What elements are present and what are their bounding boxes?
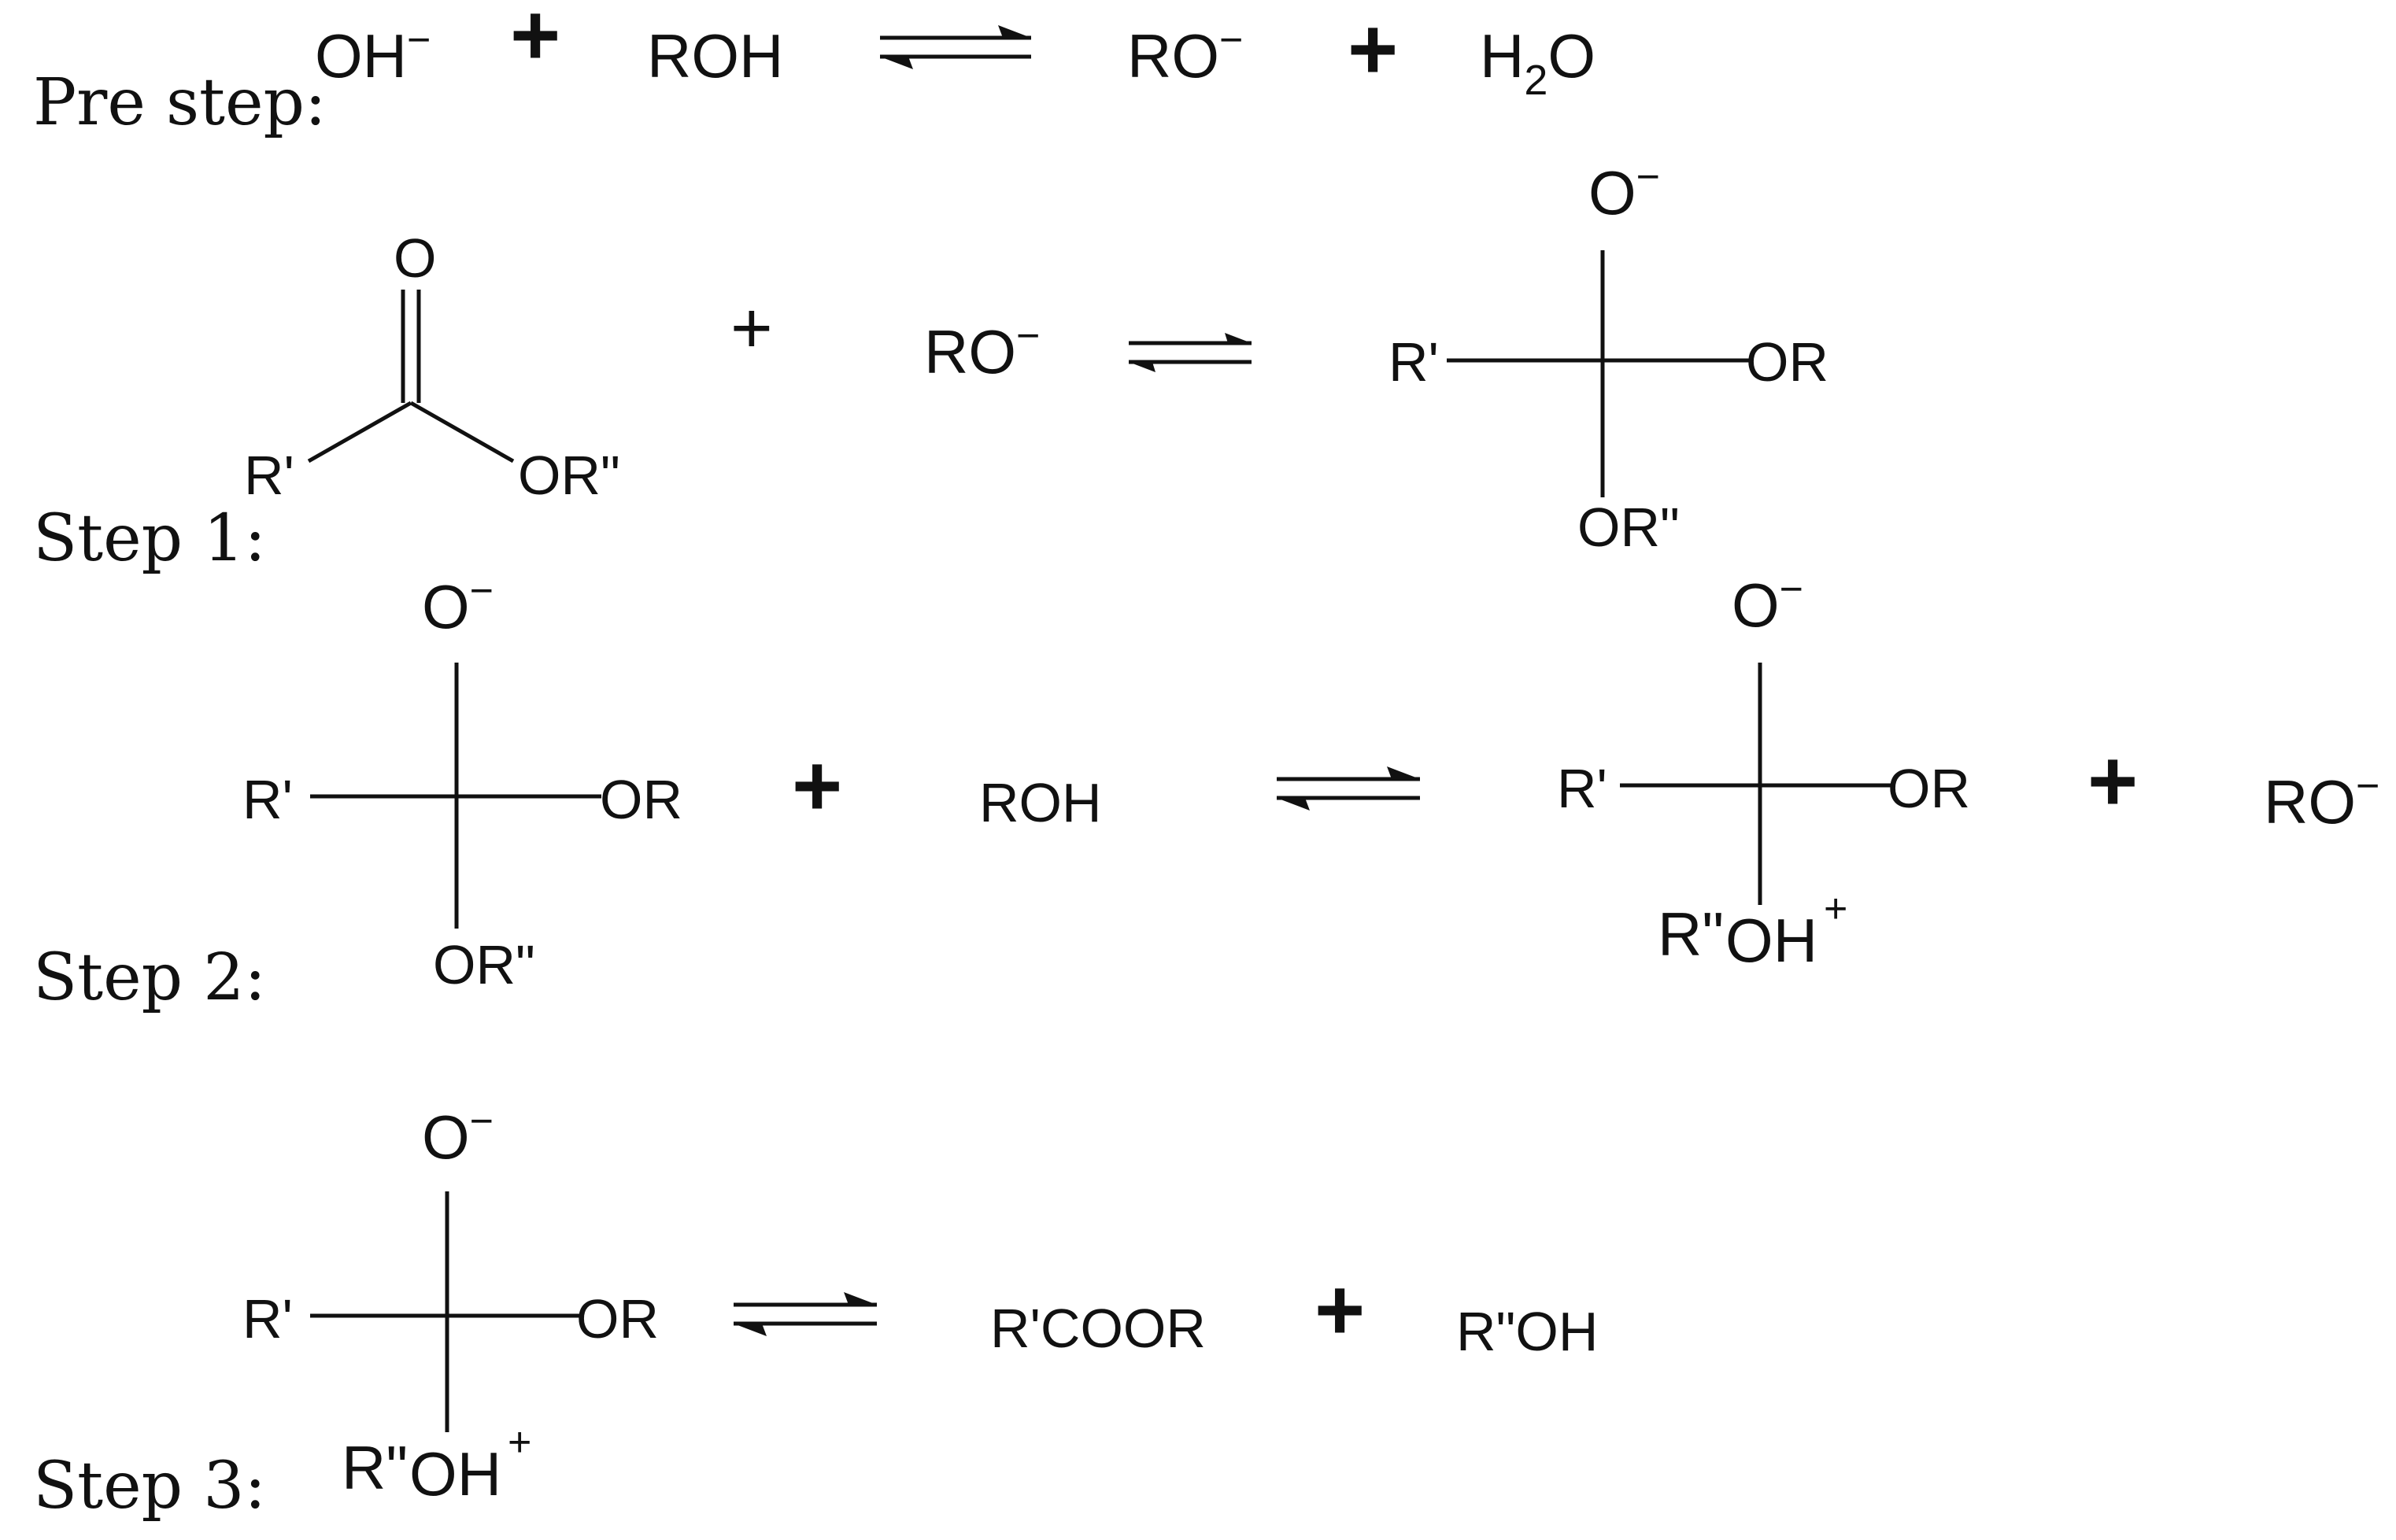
protonated-oxygen: R"OH+: [342, 1420, 531, 1509]
alkoxide: RO−: [924, 313, 1040, 386]
ester-structure: O R' OR": [244, 227, 620, 506]
tetrahedral-intermediate: O− R' OR OR": [1388, 154, 1828, 558]
alkoxy-group-bottom: OR": [1577, 497, 1680, 558]
oxide-oxygen: O−: [1588, 154, 1660, 227]
oxide-oxygen: O−: [1732, 567, 1803, 640]
alkoxy-group: OR: [1746, 331, 1828, 393]
carbonyl-oxygen: O: [394, 227, 436, 289]
step-3-label: Step 3:: [33, 1449, 266, 1523]
alkoxide: RO−: [1127, 17, 1243, 90]
equilibrium-arrow-step-2: [1277, 766, 1420, 811]
protonated-oxygen: R"OH+: [1658, 886, 1847, 975]
equilibrium-arrow-pre: [880, 25, 1031, 69]
r-prime-group: R': [1388, 331, 1439, 393]
equilibrium-arrow-step-1: [1129, 333, 1252, 372]
alkoxy-group: OR: [576, 1288, 659, 1350]
protonated-intermediate: O− R' OR R"OH+: [1557, 567, 1970, 975]
plus-sign: +: [510, 0, 560, 83]
pre-step: Pre step: OH− + ROH RO− + H2O: [33, 0, 1595, 140]
oxide-oxygen: O−: [422, 1099, 494, 1172]
tetrahedral-intermediate: O− R' OR OR": [242, 568, 682, 995]
alkoxide: RO−: [2264, 763, 2379, 836]
alcohol: ROH: [647, 21, 783, 90]
released-alcohol: R"OH: [1456, 1301, 1598, 1362]
water: H2O: [1480, 21, 1595, 104]
r-prime-group: R': [1557, 758, 1607, 819]
r-prime-group: R': [242, 769, 293, 830]
plus-sign: +: [1314, 1261, 1365, 1358]
pre-step-label: Pre step:: [33, 65, 327, 140]
equilibrium-arrow-step-3: [734, 1292, 877, 1336]
hydroxide: OH−: [315, 17, 431, 90]
step-1: Step 1: O R' OR" + RO− O− R' OR OR": [33, 154, 1828, 576]
step-3: Step 3: O− R' OR R"OH+ R'COOR + R"OH: [33, 1099, 1598, 1523]
plus-sign: +: [792, 737, 842, 834]
step-2-label: Step 2:: [33, 940, 266, 1015]
plus-sign: +: [1348, 1, 1398, 98]
alkoxy-group: OR: [600, 769, 682, 830]
step-1-label: Step 1:: [33, 501, 266, 576]
alkoxy-group: OR": [518, 445, 620, 506]
protonated-intermediate: O− R' OR R"OH+: [242, 1099, 659, 1509]
oxide-oxygen: O−: [422, 568, 494, 641]
step-2: Step 2: O− R' OR OR" + ROH O− R' OR R"OH…: [33, 567, 2379, 1015]
plus-sign: +: [2087, 733, 2138, 829]
alkoxy-group-bottom: OR": [433, 934, 535, 995]
alkoxy-group: OR: [1888, 758, 1970, 819]
new-ester: R'COOR: [990, 1298, 1206, 1359]
plus-sign: +: [730, 288, 773, 368]
alcohol: ROH: [979, 772, 1102, 833]
r-prime-group: R': [244, 445, 294, 506]
r-prime-group: R': [242, 1288, 293, 1350]
